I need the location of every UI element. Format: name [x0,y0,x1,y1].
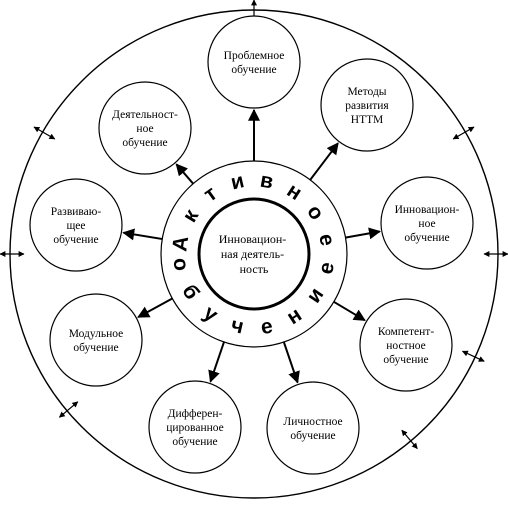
center-line-1: Инновацион- [219,232,287,246]
node-line: обучение [53,234,98,246]
node-line: Инновацион- [395,204,460,216]
node-label-developing: Развиваю-щее обучение [51,206,102,246]
node-label-innovation: Инновацион-ное обучение [395,204,460,244]
node-line: ное [418,218,435,230]
node-personal: Личностное обучение [266,381,360,475]
node-line: обучение [73,342,118,354]
ring-letter-top: и [229,169,247,194]
node-circle-activity [98,81,192,175]
edge-arrow [58,401,79,418]
ring-letter-bottom: е [259,315,275,340]
ring-letter-top: А [168,235,193,253]
node-circle-personal [266,381,360,475]
node-differentiated: Дифферен-цированное обучение [148,380,242,474]
node-line: Развиваю- [51,206,102,218]
node-activity: Деятельност-ное обучение [98,81,192,175]
node-line: ностное [386,340,425,352]
node-line: развития [345,100,389,112]
ring-letter-bottom: ч [229,314,246,339]
node-line: щее [66,220,85,232]
node-line: Компетент- [378,326,434,338]
node-modular: Модульное обучение [49,293,143,387]
node-line: Методы [347,86,386,98]
ring-letter-top: в [258,169,275,194]
node-circle-developing [29,178,123,272]
node-label-differentiated: Дифферен-цированное обучение [166,408,224,448]
edge-arrow [33,126,56,140]
node-label-modular: Модульное обучение [69,328,124,354]
node-line: обучение [383,354,428,366]
center-line-3: ность [240,262,269,276]
node-line: ное [136,123,153,135]
node-line: Проблемное [224,50,285,62]
node-competence: Компетент-ностное обучение [359,298,453,392]
node-innovation: Инновацион-ное обучение [380,176,474,270]
node-line: обучение [122,137,167,149]
node-circle-differentiated [148,380,242,474]
center-line-2: ная деятель- [221,247,284,261]
ring-letter-top: е [314,232,339,248]
node-circle-problem [207,15,301,109]
node-line: обучение [404,232,449,244]
node-line: обучение [290,430,335,442]
ring-letter-bottom: о [168,256,193,272]
node-line: обучение [231,64,276,76]
node-line: Личностное [283,416,342,428]
node-developing: Развиваю-щее обучение [29,178,123,272]
center-label: Инновацион- ная деятель- ность [219,232,290,276]
node-label-activity: Деятельност-ное обучение [112,109,178,149]
node-label-problem: Проблемное обучение [224,50,285,76]
node-line: обучение [172,436,217,448]
node-circle-innovation [380,176,474,270]
center-circle [197,197,311,311]
edge-arrow [461,350,485,362]
node-label-competence: Компетент-ностное обучение [378,326,434,366]
node-line: Деятельност- [112,109,178,121]
edge-arrow [452,126,475,140]
node-line: Модульное [69,328,124,340]
edge-arrows [0,0,508,450]
node-circle-modular [49,293,143,387]
node-circle-competence [359,298,453,392]
ring-letter-bottom: е [314,260,339,276]
node-line: Дифферен- [168,408,223,420]
node-label-personal: Личностное обучение [283,416,342,442]
node-line: НТТМ [351,114,383,126]
edge-arrow [401,429,418,450]
node-line: цированное [166,422,224,434]
node-problem: Проблемное обучение [207,15,301,109]
node-circle-methods [320,58,414,152]
